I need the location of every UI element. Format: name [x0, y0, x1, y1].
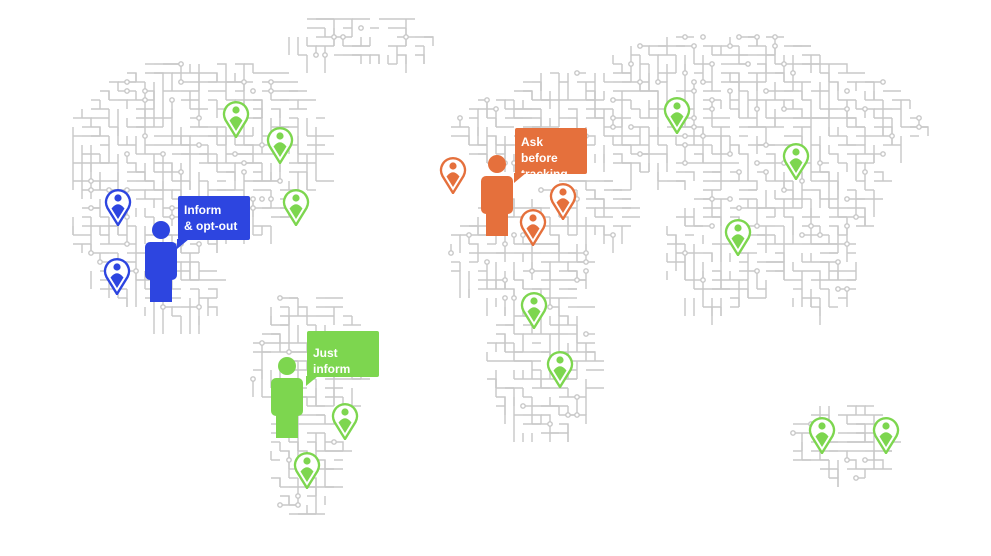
map-pin-icon-green [222, 100, 250, 140]
legend-orange-line1: Ask before [521, 135, 558, 165]
map-pin-icon-green [872, 416, 900, 456]
legend-bubble-orange: Ask before tracking [514, 128, 587, 183]
map-pin-icon-green [808, 416, 836, 456]
map-pin-icon-green [293, 451, 321, 491]
person-icon-orange [480, 154, 514, 241]
legend-bubble-green: Just inform [306, 331, 379, 386]
person-icon-blue [143, 220, 179, 307]
map-pin-icon-green [546, 350, 574, 390]
map-pin-icon-blue [103, 257, 131, 297]
legend-blue-line2: & opt-out [184, 219, 238, 233]
map-pin-icon-green [266, 126, 294, 166]
map-pin-icon-orange [549, 182, 577, 222]
map-pin-icon-green [663, 96, 691, 136]
map-pin-icon-green [724, 218, 752, 258]
map-pin-icon-green [782, 142, 810, 182]
map-pin-icon-orange [519, 208, 547, 248]
map-pin-icon-green [520, 291, 548, 331]
map-pin-icon-orange [439, 156, 467, 196]
map-pin-icon-green [282, 188, 310, 228]
legend-blue-line1: Inform [184, 203, 222, 217]
person-icon-green [270, 356, 304, 443]
map-pin-icon-green [331, 402, 359, 442]
map-pin-icon-blue [104, 188, 132, 228]
legend-orange-line2: tracking [521, 167, 568, 181]
legend-green-line1: Just inform [313, 346, 351, 376]
legend-bubble-blue: Inform & opt-out [177, 196, 250, 249]
circuit-pattern [72, 18, 929, 515]
